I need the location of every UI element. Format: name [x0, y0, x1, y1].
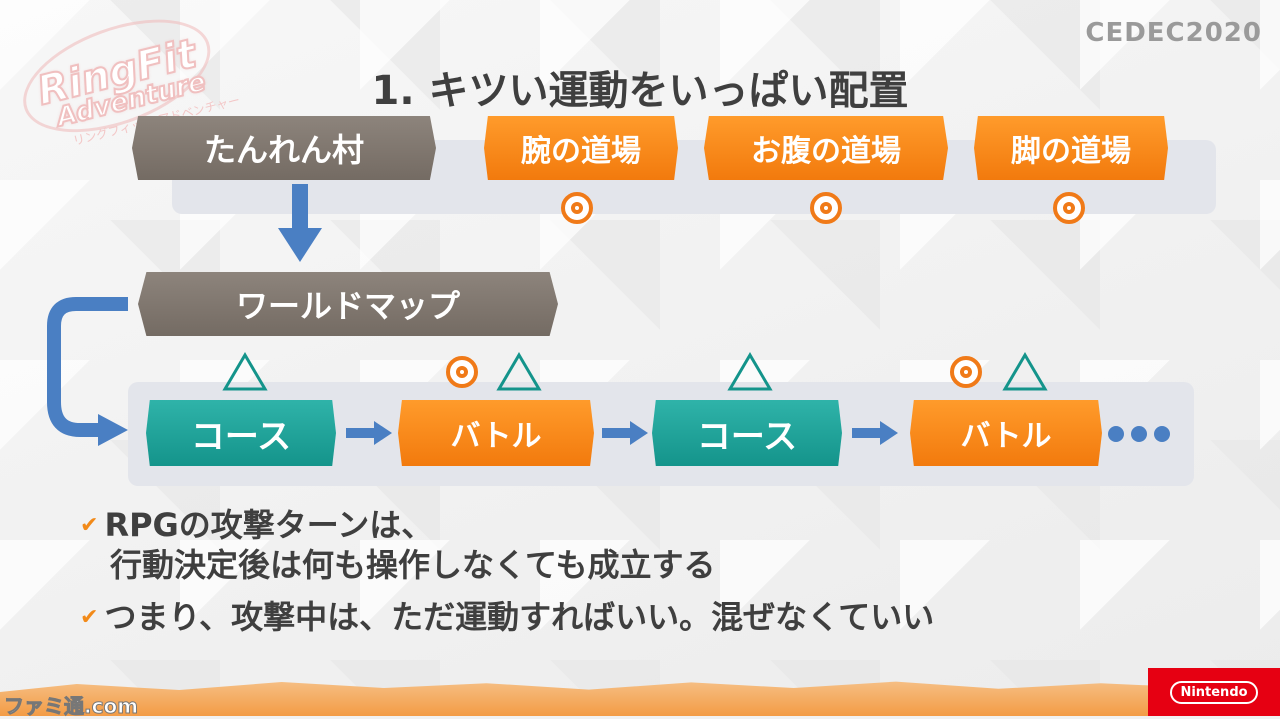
down-arrow-icon: [278, 184, 322, 262]
bullet-1: ✔RPGの攻撃ターンは、: [80, 500, 433, 546]
flow-step-battle: バトル: [398, 400, 594, 466]
double-circle-icon: [561, 192, 593, 224]
loop-arrow-icon: [47, 297, 128, 446]
double-circle-icon: [1053, 192, 1085, 224]
triangle-icon: [496, 352, 542, 391]
bullet-2-line1: つまり、攻撃中は、ただ運動すればいい。混ぜなくていい: [104, 598, 935, 636]
double-circle-icon: [950, 356, 982, 388]
ellipsis-dot: [1131, 426, 1147, 442]
flow-step-course: コース: [652, 400, 842, 466]
right-arrow-icon: [346, 421, 392, 445]
checkmark-icon: ✔: [80, 605, 99, 630]
right-arrow-icon: [852, 421, 898, 445]
triangle-icon: [727, 352, 773, 391]
triangle-icon: [1002, 352, 1048, 391]
ellipsis-dot: [1154, 426, 1170, 442]
bullet-1-cont: 行動決定後は何も操作しなくても成立する: [110, 540, 715, 586]
village-tag: たんれん村: [132, 116, 436, 180]
famitsu-watermark: ファミ通.com: [3, 694, 139, 719]
slide-title: 1. キツい運動をいっぱい配置: [371, 68, 909, 114]
dojo-belly-tag: お腹の道場: [704, 116, 948, 180]
triangle-icon: [222, 352, 268, 391]
dojo-arm-tag: 腕の道場: [484, 116, 678, 180]
double-circle-icon: [446, 356, 478, 388]
flow-step-course: コース: [146, 400, 336, 466]
ellipsis-dot: [1108, 426, 1124, 442]
nintendo-logo-text: Nintendo: [1170, 680, 1258, 704]
double-circle-icon: [810, 192, 842, 224]
bullet-1-line2: 行動決定後は何も操作しなくても成立する: [110, 546, 716, 584]
checkmark-icon: ✔: [80, 513, 99, 538]
bullet-1-line1: RPGの攻撃ターンは、: [104, 506, 434, 544]
flow-step-battle: バトル: [910, 400, 1102, 466]
dojo-leg-tag: 脚の道場: [974, 116, 1168, 180]
right-arrow-icon: [602, 421, 648, 445]
cedec-logo: CEDEC2020: [1085, 18, 1262, 48]
nintendo-logo: Nintendo: [1148, 668, 1280, 716]
world-map-tag: ワールドマップ: [138, 272, 558, 336]
bullet-2: ✔つまり、攻撃中は、ただ運動すればいい。混ぜなくていい: [80, 592, 934, 638]
